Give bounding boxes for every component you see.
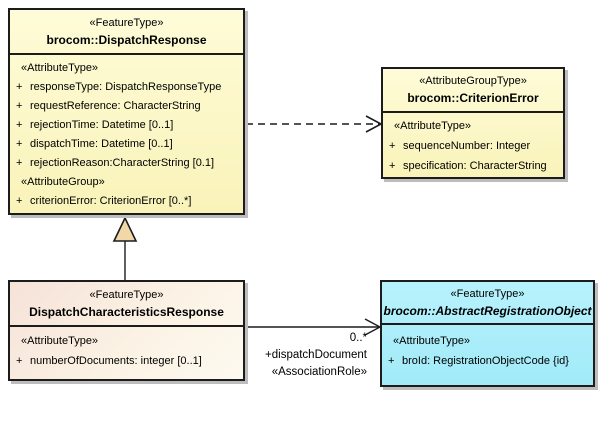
- visibility-marker: +: [388, 355, 395, 367]
- class-box-abstract-registration-object[interactable]: «FeatureType» brocom::AbstractRegistrati…: [380, 280, 595, 387]
- class-box-criterion-error[interactable]: «AttributeGroupType» brocom::CriterionEr…: [381, 67, 565, 179]
- section-heading: «AttributeGroup»: [21, 176, 105, 188]
- attribute-text: broId: RegistrationObjectCode {id}: [402, 355, 569, 367]
- class-stereotype: «AttributeGroupType»: [419, 75, 527, 87]
- attribute-row: + sequenceNumber: Integer: [383, 136, 563, 156]
- attribute-text: dispatchTime: Datetime [0..1]: [30, 138, 173, 150]
- attribute-text: criterionError: CriterionError [0..*]: [30, 195, 192, 207]
- generalization-arrow[interactable]: [112, 216, 138, 280]
- attribute-row: + dispatchTime: Datetime [0..1]: [10, 135, 243, 154]
- visibility-marker: +: [16, 138, 23, 150]
- dependency-arrow[interactable]: [246, 115, 383, 133]
- class-title: «FeatureType» brocom::DispatchResponse: [10, 10, 243, 55]
- class-box-dispatch-response[interactable]: «FeatureType» brocom::DispatchResponse «…: [8, 8, 245, 215]
- visibility-marker: +: [389, 140, 396, 152]
- section-heading: «AttributeType»: [21, 335, 99, 347]
- attribute-row: + numberOfDocuments: integer [0..1]: [10, 351, 243, 371]
- attribute-text: sequenceNumber: Integer: [403, 140, 531, 152]
- attribute-text: rejectionReason:CharacterString [0.1]: [30, 157, 215, 169]
- class-name: brocom::AbstractRegistrationObject: [383, 303, 592, 318]
- section-heading: «AttributeType»: [21, 62, 99, 74]
- association-stereotype: «AssociationRole»: [271, 366, 367, 378]
- visibility-marker: +: [389, 160, 396, 172]
- association-role-name: +dispatchDocument: [265, 349, 367, 361]
- attribute-row: + responseType: DispatchResponseType: [10, 78, 243, 97]
- attribute-row: + specification: CharacterString: [383, 156, 563, 176]
- attribute-text: specification: CharacterString: [403, 160, 547, 172]
- visibility-marker: +: [16, 195, 23, 207]
- class-title: «FeatureType» DispatchCharacteristicsRes…: [10, 282, 243, 327]
- class-name: brocom::CriterionError: [407, 91, 539, 105]
- attribute-text: rejectionTime: Datetime [0..1]: [30, 119, 174, 131]
- section-heading: «AttributeType»: [393, 335, 471, 347]
- class-box-dispatch-characteristics-response[interactable]: «FeatureType» DispatchCharacteristicsRes…: [8, 280, 245, 381]
- visibility-marker: +: [16, 157, 23, 169]
- class-title: «FeatureType» brocom::AbstractRegistrati…: [382, 282, 593, 325]
- attribute-row: + rejectionReason:CharacterString [0.1]: [10, 154, 243, 173]
- attribute-compartment: «AttributeType» + numberOfDocuments: int…: [10, 327, 243, 371]
- section-heading: «AttributeType»: [394, 120, 472, 132]
- visibility-marker: +: [16, 81, 23, 93]
- class-title: «AttributeGroupType» brocom::CriterionEr…: [383, 69, 563, 113]
- association-multiplicity: 0..*: [349, 332, 367, 344]
- visibility-marker: +: [16, 100, 23, 112]
- attribute-row: + rejectionTime: Datetime [0..1]: [10, 116, 243, 135]
- attribute-row: + requestReference: CharacterString: [10, 97, 243, 116]
- attribute-text: numberOfDocuments: integer [0..1]: [30, 355, 202, 367]
- visibility-marker: +: [16, 355, 23, 367]
- attribute-compartment: «AttributeType» + broId: RegistrationObj…: [382, 325, 593, 371]
- class-name: DispatchCharacteristicsResponse: [29, 304, 224, 319]
- attribute-compartment: «AttributeType» + sequenceNumber: Intege…: [383, 113, 563, 176]
- class-stereotype: «FeatureType»: [89, 16, 164, 29]
- class-stereotype: «FeatureType»: [450, 287, 525, 300]
- association-end-labels: 0..* +dispatchDocument «AssociationRole»: [220, 330, 367, 381]
- class-name: brocom::DispatchResponse: [46, 32, 207, 47]
- attribute-row: + broId: RegistrationObjectCode {id}: [382, 351, 593, 371]
- class-stereotype: «FeatureType»: [89, 288, 164, 301]
- attribute-text: requestReference: CharacterString: [30, 100, 201, 112]
- attribute-row: + criterionError: CriterionError [0..*]: [10, 192, 243, 211]
- attribute-compartment: «AttributeType» + responseType: Dispatch…: [10, 55, 243, 211]
- attribute-text: responseType: DispatchResponseType: [30, 81, 222, 93]
- visibility-marker: +: [16, 119, 23, 131]
